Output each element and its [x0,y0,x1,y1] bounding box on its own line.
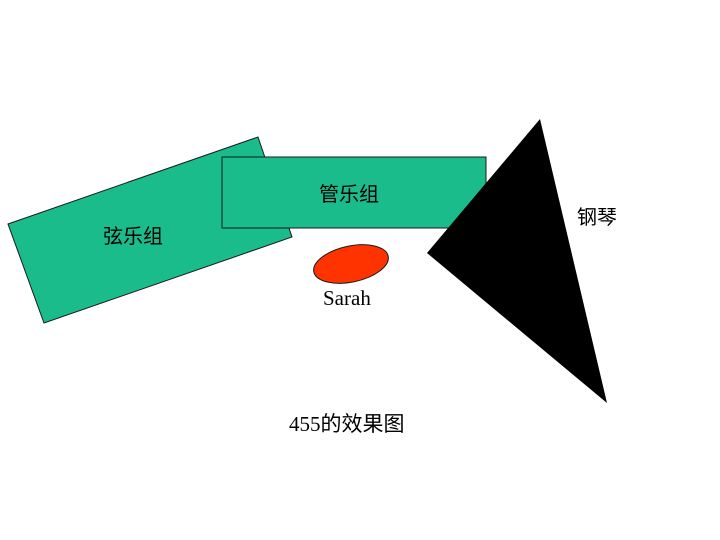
diagram-caption: 455的效果图 [289,412,405,436]
piano-label: 钢琴 [577,205,617,229]
strings-section-label: 弦乐组 [103,224,163,248]
conductor-shape [313,244,389,284]
winds-section-label: 管乐组 [319,182,379,206]
conductor-label: Sarah [323,286,371,310]
winds-section-shape [221,156,487,229]
strings-section-shape [7,136,293,324]
piano-shape [427,119,607,403]
